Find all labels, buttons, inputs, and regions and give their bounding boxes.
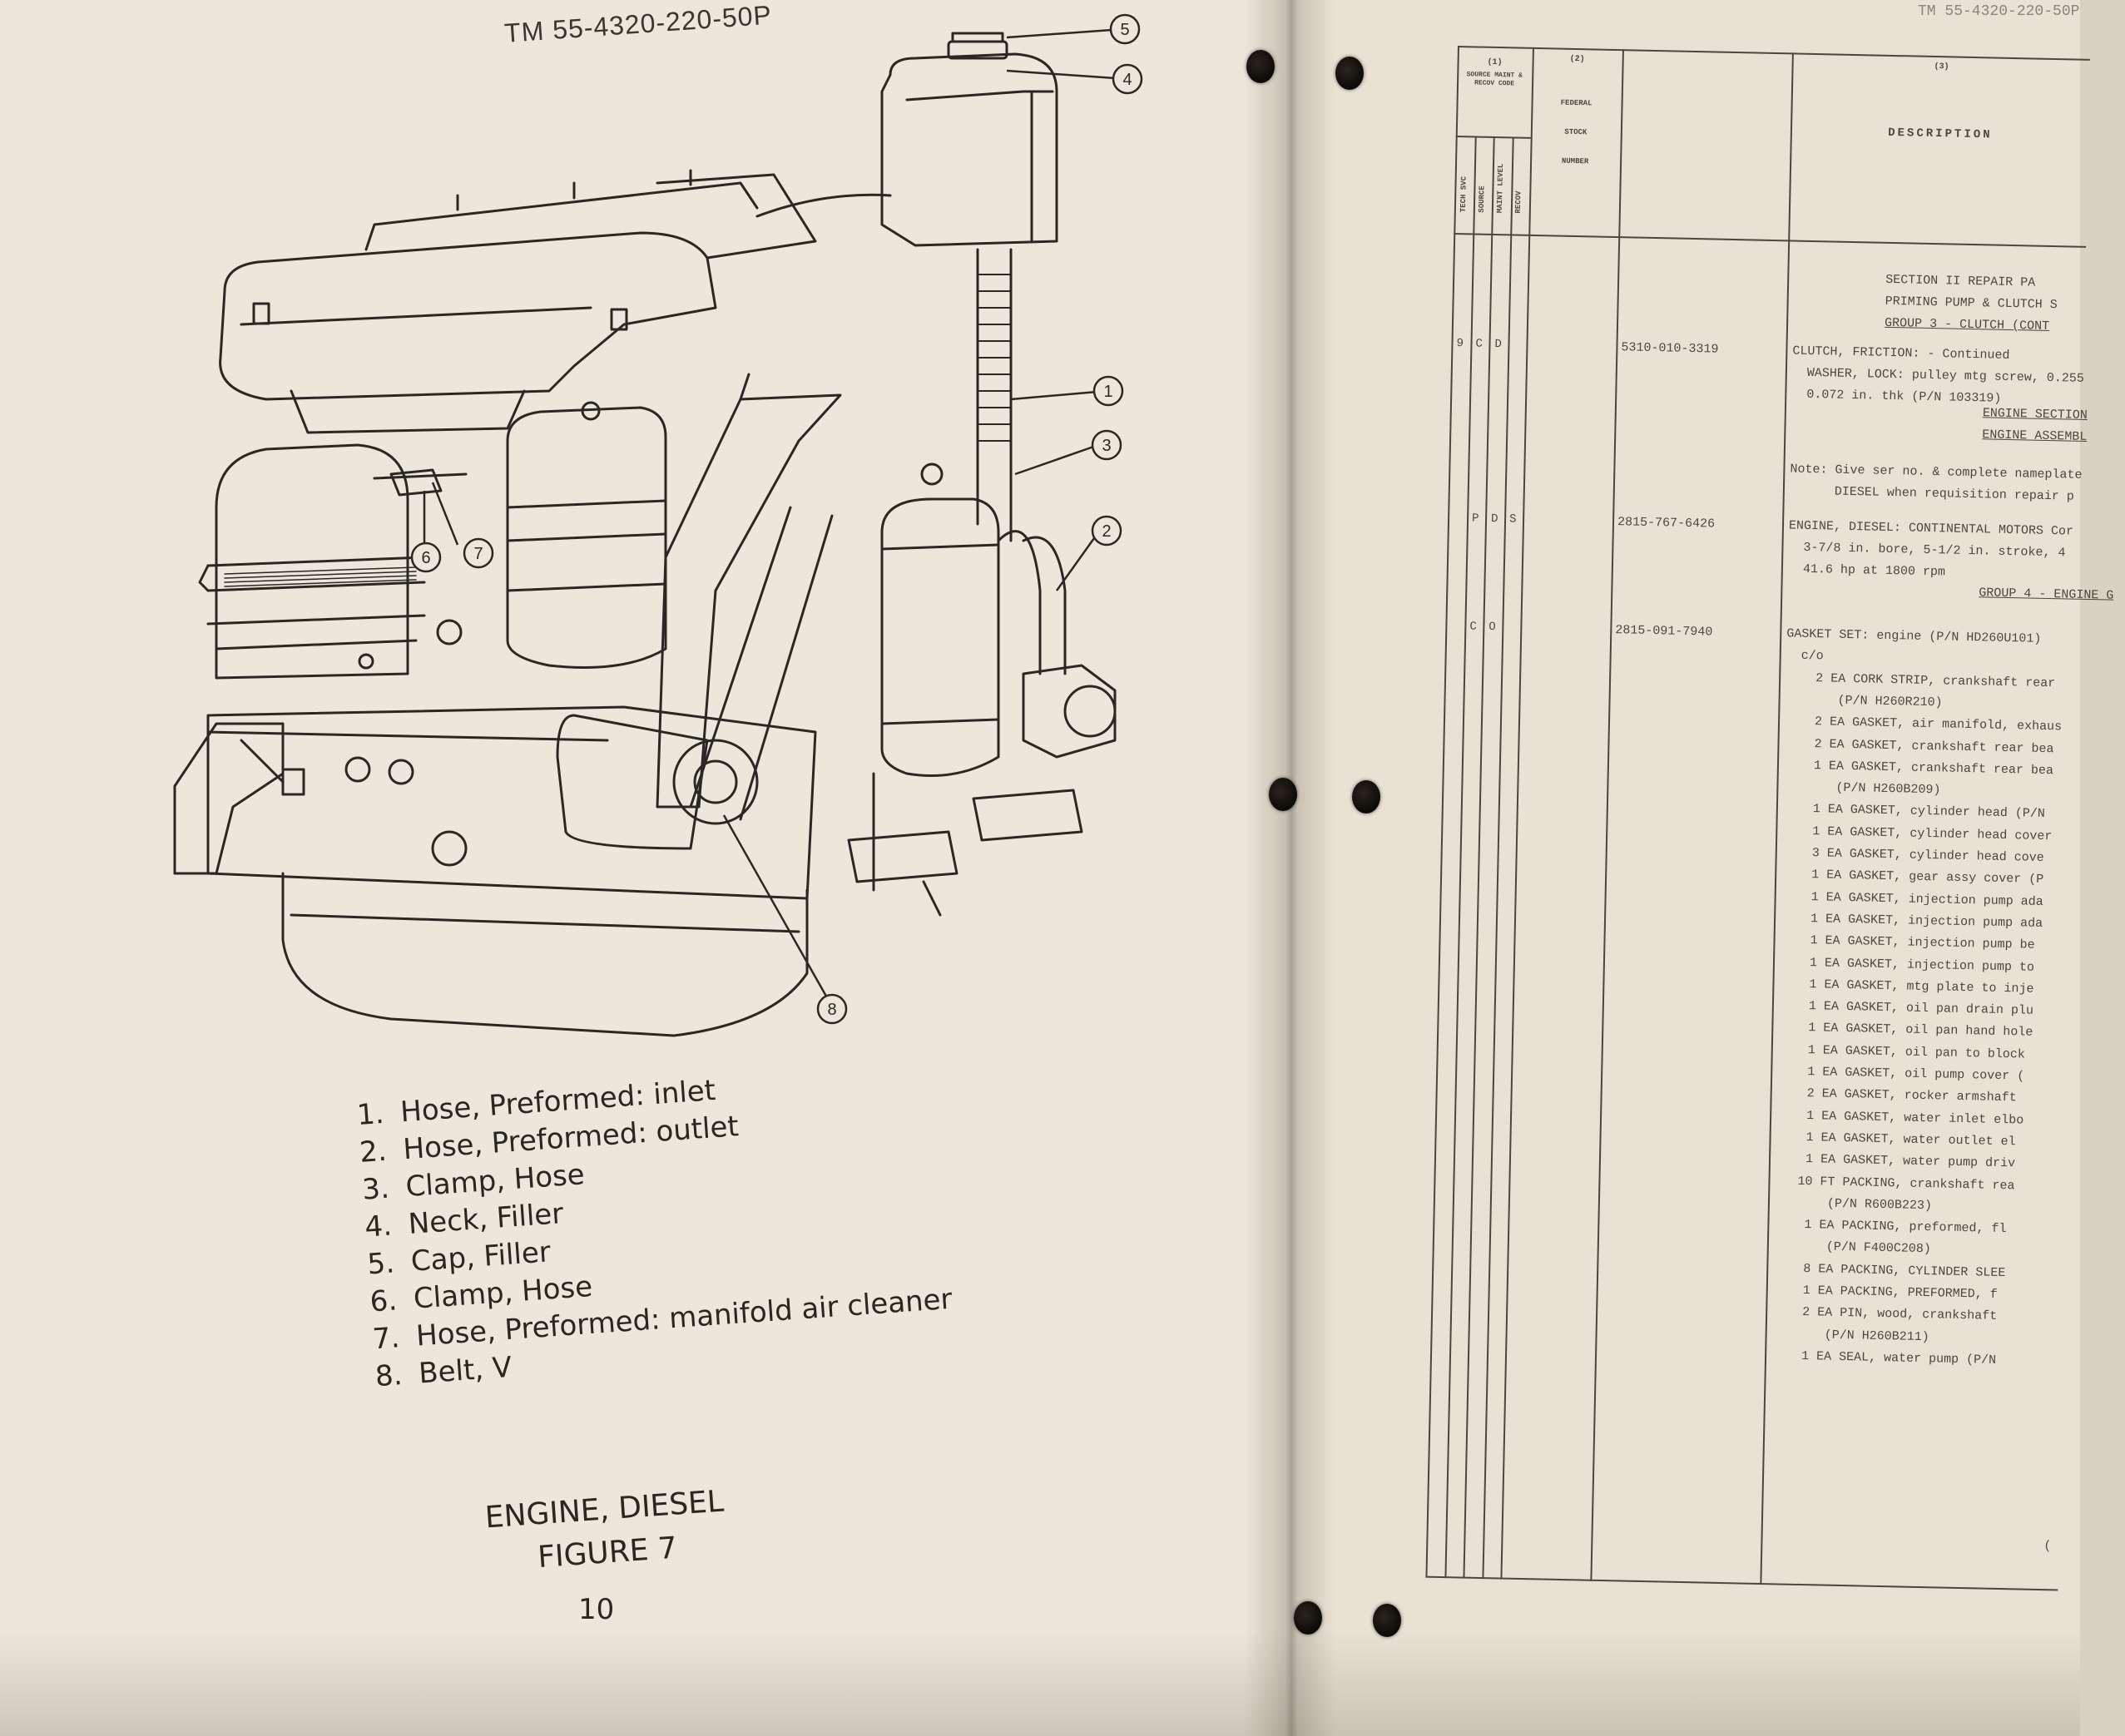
left-page [0, 0, 1298, 1736]
description-line: 1 EA PACKING, PREFORMED, f [1772, 1283, 1998, 1302]
description-line: 1 EA GASKET, injection pump ada [1781, 888, 2043, 909]
federal-stock-number: 2815-091-7940 [1615, 623, 1713, 640]
callout-5: 5 [1120, 21, 1129, 39]
binder-hole [1352, 780, 1380, 814]
col1-header: SOURCE MAINT & RECOV CODE [1466, 71, 1523, 88]
description-line: 1 EA GASKET, oil pump cover ( [1777, 1064, 2025, 1084]
binder-hole [1294, 1601, 1322, 1635]
description-line: 1 EA GASKET, cylinder head (P/N [1782, 801, 2046, 822]
binder-hole [1246, 50, 1275, 83]
description-line: (P/N H260R210) [1785, 692, 1943, 710]
smr-code: C [1469, 620, 1477, 634]
description-line: 1 EA GASKET, oil pan to block [1777, 1042, 2025, 1062]
col1-sub-recov: RECOV [1513, 190, 1523, 214]
description-line: 1 EA GASKET, oil pan hand hole [1778, 1020, 2033, 1041]
federal-stock-number: 5310-010-3319 [1621, 340, 1719, 357]
binder-hole [1335, 57, 1364, 90]
col2-number: (2) [1569, 54, 1585, 65]
group-heading: ENGINE ASSEMBL [1982, 428, 2088, 444]
description-line: GASKET SET: engine (P/N HD260U101) [1786, 626, 2042, 646]
description-line: 1 EA GASKET, water outlet el [1776, 1130, 2016, 1150]
col1-sub-tech-svc: TECH SVC [1459, 176, 1469, 213]
description-line: CLUTCH, FRICTION: - Continued [1792, 344, 2010, 363]
figure-caption: ENGINE, DIESEL FIGURE 7 [478, 1480, 734, 1584]
section-title: SECTION II REPAIR PA [1885, 272, 2036, 290]
col2-header-line2: STOCK [1564, 127, 1588, 137]
description-line: 2 EA PIN, wood, crankshaft [1772, 1304, 1998, 1324]
book-gutter [1244, 0, 1335, 1736]
smr-code: O [1488, 620, 1496, 635]
col3-header: DESCRIPTION [1888, 126, 1993, 142]
callout-7: 7 [473, 545, 483, 563]
smr-code: P [1471, 512, 1479, 526]
description-line: 1 EA GASKET, oil pan drain plu [1778, 998, 2034, 1018]
col1-number: (1) [1487, 57, 1503, 68]
section-title: PRIMING PUMP & CLUTCH S [1885, 294, 2058, 313]
parts-list-table: (1) SOURCE MAINT & RECOV CODE TECH SVC S… [1425, 46, 2114, 1594]
description-line: (P/N H260B211) [1771, 1326, 1929, 1344]
page-shadow [0, 1630, 2080, 1736]
description-line: 2 EA CORK STRIP, crankshaft rear [1786, 670, 2056, 690]
col1-sub-maint-level: MAINT LEVEL [1495, 163, 1506, 214]
description-line: 2 EA GASKET, air manifold, exhaus [1784, 714, 2063, 734]
description-line: 10 FT PACKING, crankshaft rea [1775, 1173, 2015, 1193]
col1-sub-source: SOURCE [1477, 185, 1487, 213]
description-line: 2 EA GASKET, crankshaft rear bea [1784, 735, 2054, 756]
smr-code: D [1490, 512, 1498, 527]
binder-hole [1269, 778, 1297, 811]
description-line: 41.6 hp at 1800 rpm [1787, 561, 1946, 580]
col2-header-line3: NUMBER [1561, 156, 1589, 166]
description-line: ENGINE, DIESEL: CONTINENTAL MOTORS Cor [1788, 518, 2074, 539]
smr-code: S [1508, 512, 1517, 527]
description-line: 1 EA PACKING, preformed, fl [1774, 1217, 2007, 1237]
description-line: 3 EA GASKET, cylinder head cove [1781, 845, 2044, 865]
description-line: (P/N H260B209) [1783, 779, 1941, 798]
description-line: 1 EA GASKET, water inlet elbo [1776, 1107, 2024, 1128]
description-line: 1 EA GASKET, gear assy cover (P [1781, 867, 2044, 888]
description-line: 1 EA GASKET, crankshaft rear bea [1783, 758, 2054, 778]
smr-code: 9 [1456, 337, 1464, 351]
description-line: 1 EA GASKET, injection pump ada [1780, 911, 2043, 931]
description-line: (P/N R600B223) [1774, 1195, 1933, 1214]
description-line: 1 EA GASKET, water pump driv [1775, 1151, 2016, 1171]
group-heading: ENGINE SECTION [1982, 406, 2088, 423]
description-line: 1 EA GASKET, injection pump to [1779, 954, 2035, 975]
callout-8: 8 [827, 1001, 836, 1019]
description-line: 3-7/8 in. bore, 5-1/2 in. stroke, 4 [1788, 540, 2066, 561]
page-number: 10 [578, 1593, 615, 1626]
description-line: 1 EA GASKET, cylinder head cover [1782, 823, 2053, 843]
corner-mark: ( [2043, 1539, 2052, 1554]
binder-hole [1373, 1604, 1401, 1637]
col3-number: (3) [1934, 62, 1949, 72]
description-line: 0.072 in. thk (P/N 103319) [1791, 387, 2002, 406]
figure-legend: 1.Hose, Preformed: inlet 2.Hose, Preform… [333, 1056, 956, 1397]
engine-illustration: 5 4 1 3 2 6 7 8 [173, 13, 1143, 1037]
smr-code: C [1475, 337, 1484, 351]
description-line: 8 EA PACKING, CYLINDER SLEE [1773, 1260, 2006, 1280]
description-line: c/o [1786, 648, 1824, 664]
description-line: DIESEL when requisition repair p [1789, 483, 2075, 504]
description-line: (P/N F400C208) [1773, 1239, 1932, 1257]
description-line: 1 EA SEAL, water pump (P/N [1771, 1348, 1997, 1368]
callout-1: 1 [1103, 383, 1112, 401]
group-heading: GROUP 4 - ENGINE G [1979, 586, 2114, 603]
callout-3: 3 [1102, 437, 1111, 455]
callout-4: 4 [1122, 71, 1132, 89]
smr-code: D [1494, 338, 1503, 352]
federal-stock-number: 2815-767-6426 [1617, 515, 1716, 532]
description-line: WASHER, LOCK: pulley mtg screw, 0.255 [1791, 365, 2085, 386]
callout-6: 6 [421, 549, 430, 567]
description-line: Note: Give ser no. & complete nameplate [1790, 462, 2083, 482]
description-line: 1 EA GASKET, mtg plate to inje [1779, 977, 2034, 997]
col2-header-line1: FEDERAL [1560, 98, 1593, 108]
page-header-right: TM 55-4320-220-50P [1918, 3, 2080, 20]
description-line: 1 EA GASKET, injection pump be [1780, 932, 2035, 952]
callout-2: 2 [1102, 522, 1111, 541]
description-line: 2 EA GASKET, rocker armshaft [1776, 1086, 2017, 1105]
section-title: GROUP 3 - CLUTCH (CONT [1884, 315, 2050, 334]
